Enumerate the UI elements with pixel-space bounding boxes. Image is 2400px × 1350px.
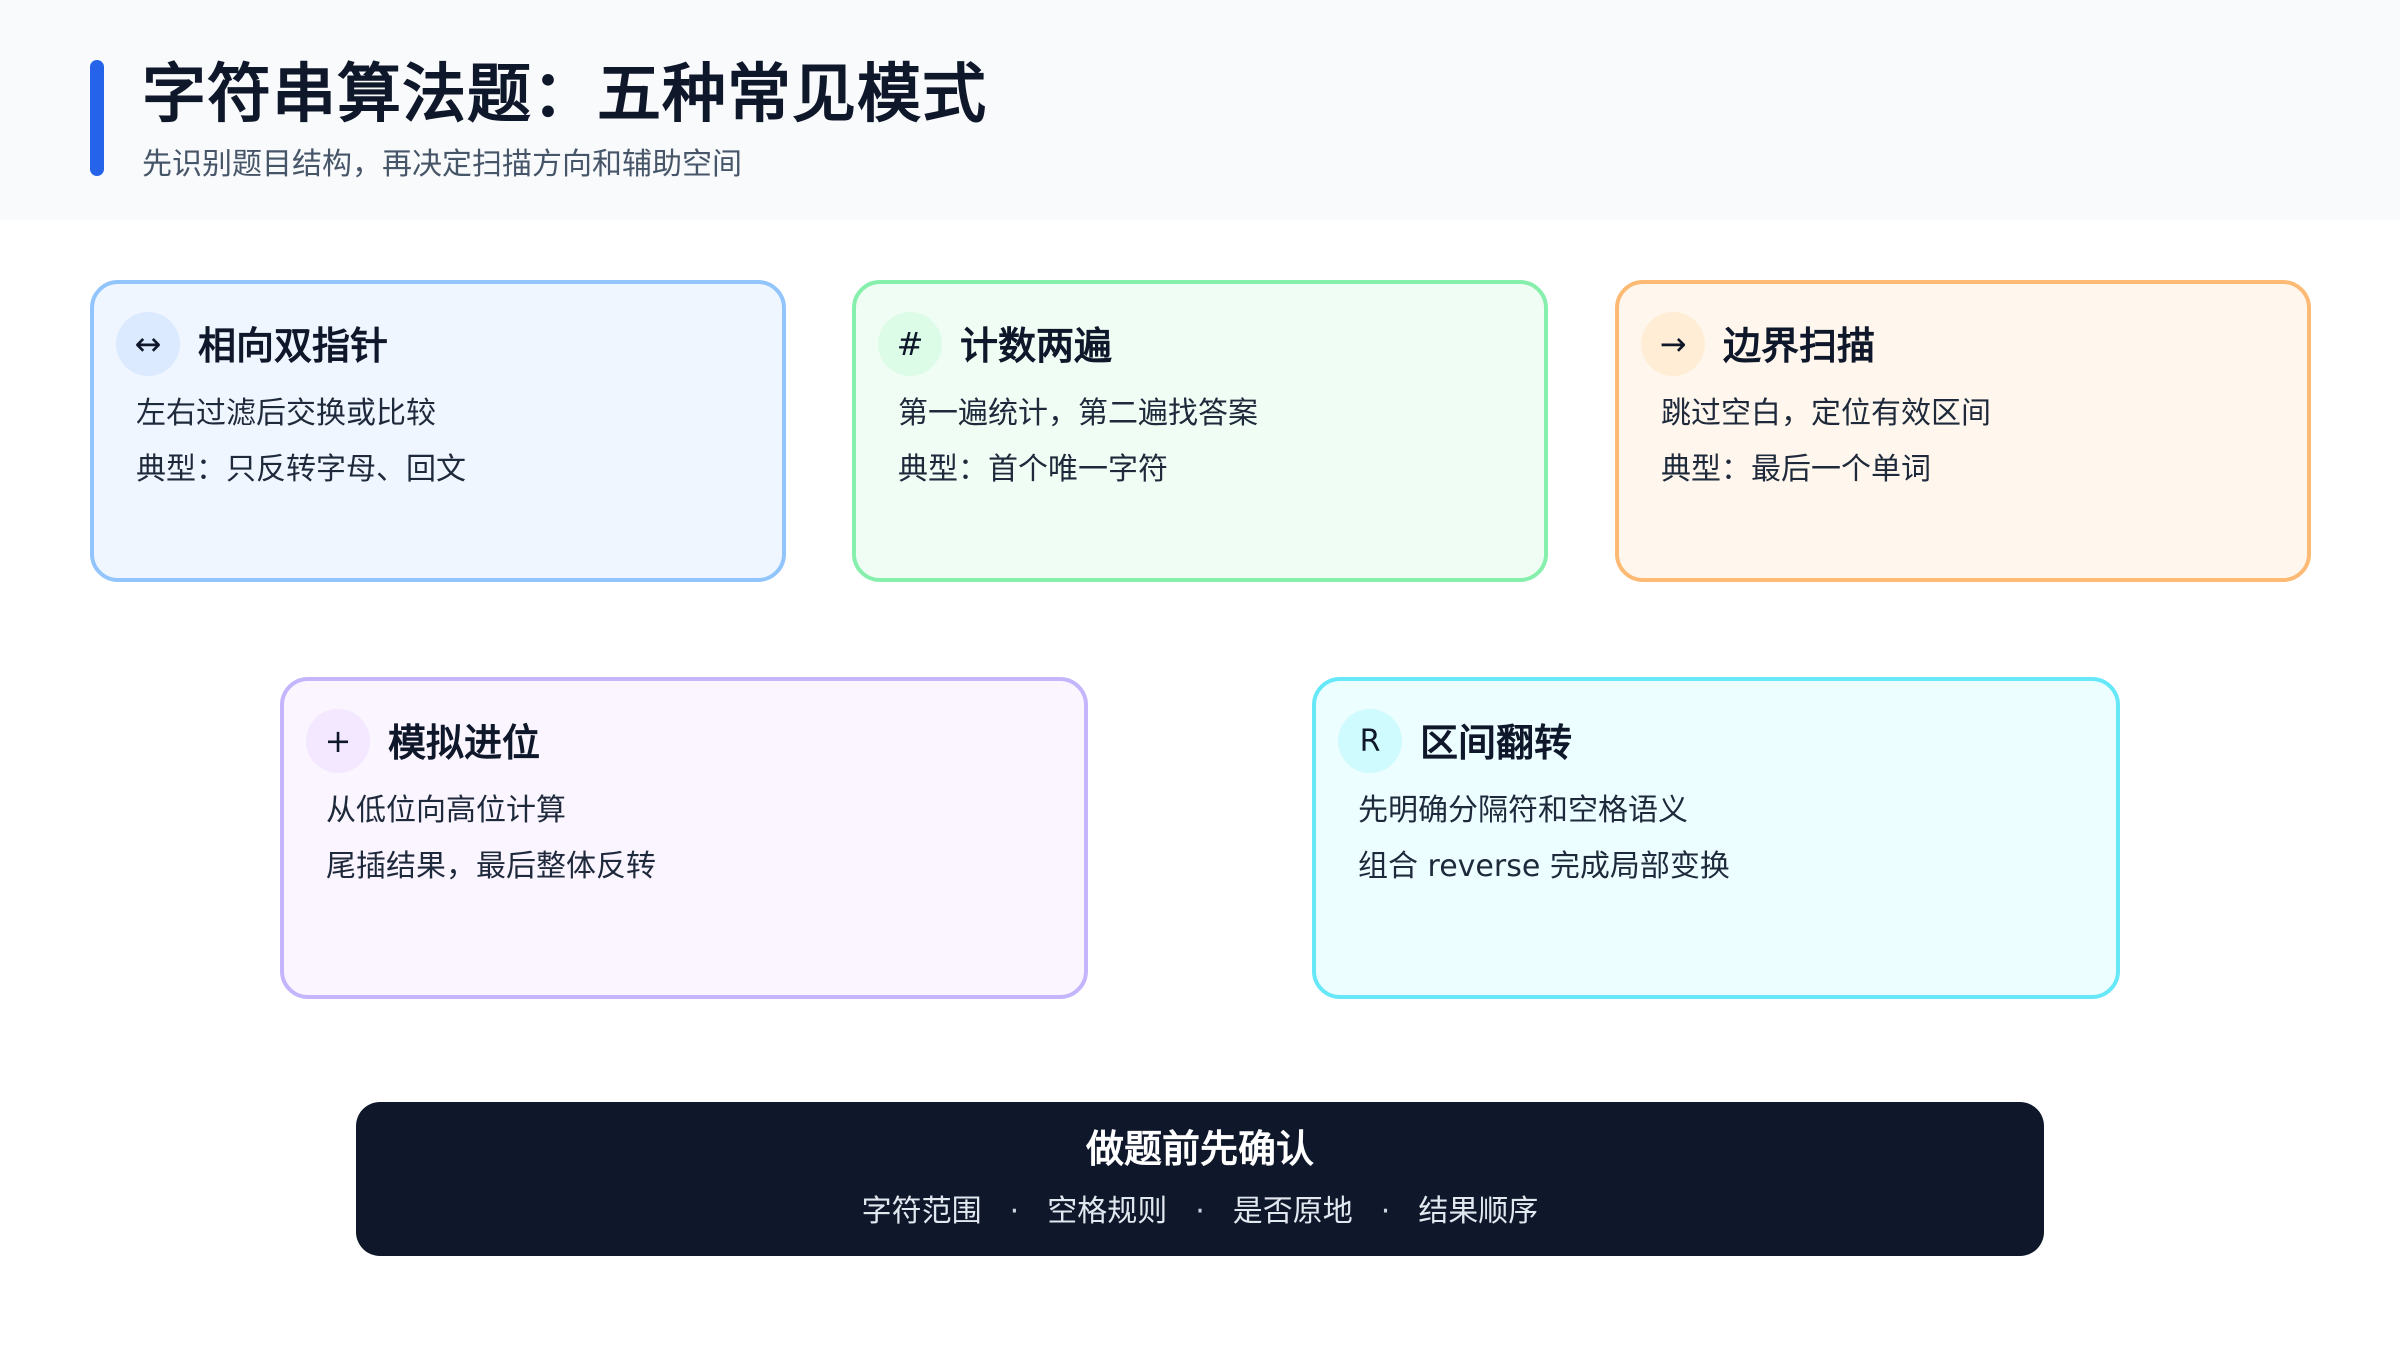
banner-items: 字符范围 · 空格规则 · 是否原地 · 结果顺序 — [356, 1192, 2044, 1232]
plus-icon: + — [306, 709, 370, 773]
hash-icon: # — [878, 312, 942, 376]
card-two-pointers: ↔ 相向双指针 左右过滤后交换或比较 典型：只反转字母、回文 — [90, 280, 786, 582]
card-description: 从低位向高位计算 — [326, 793, 566, 828]
header: 字符串算法题：五种常见模式 先识别题目结构，再决定扫描方向和辅助空间 — [0, 0, 2400, 220]
separator-dot: · — [1195, 1194, 1205, 1229]
checklist-banner: 做题前先确认 字符范围 · 空格规则 · 是否原地 · 结果顺序 — [356, 1102, 2044, 1256]
card-example: 典型：只反转字母、回文 — [136, 452, 466, 487]
card-example: 典型：首个唯一字符 — [898, 452, 1168, 487]
card-title: 模拟进位 — [388, 721, 541, 765]
card-count-two-pass: # 计数两遍 第一遍统计，第二遍找答案 典型：首个唯一字符 — [852, 280, 1548, 582]
checklist-item: 空格规则 — [1047, 1194, 1168, 1229]
right-arrow-icon: → — [1641, 312, 1705, 376]
card-example: 组合 reverse 完成局部变换 — [1358, 849, 1730, 884]
checklist-item: 是否原地 — [1232, 1194, 1353, 1229]
checklist-item: 字符范围 — [861, 1194, 982, 1229]
page-title: 字符串算法题：五种常见模式 — [142, 58, 987, 132]
card-title: 边界扫描 — [1723, 324, 1876, 368]
title-accent-bar — [90, 60, 104, 176]
card-example: 尾插结果，最后整体反转 — [326, 849, 656, 884]
card-title: 计数两遍 — [960, 324, 1113, 368]
card-description: 左右过滤后交换或比较 — [136, 396, 436, 431]
card-range-reverse: R 区间翻转 先明确分隔符和空格语义 组合 reverse 完成局部变换 — [1312, 677, 2120, 999]
separator-dot: · — [1380, 1194, 1391, 1229]
checklist-item: 结果顺序 — [1418, 1194, 1539, 1229]
double-arrow-icon: ↔ — [116, 312, 180, 376]
letter-r-icon: R — [1338, 709, 1402, 773]
card-title: 相向双指针 — [198, 324, 389, 368]
card-title: 区间翻转 — [1420, 721, 1573, 765]
separator-dot: · — [1009, 1194, 1020, 1229]
card-description: 第一遍统计，第二遍找答案 — [898, 396, 1258, 431]
card-simulate-carry: + 模拟进位 从低位向高位计算 尾插结果，最后整体反转 — [280, 677, 1088, 999]
card-example: 典型：最后一个单词 — [1661, 452, 1931, 487]
card-boundary-scan: → 边界扫描 跳过空白，定位有效区间 典型：最后一个单词 — [1615, 280, 2311, 582]
page-subtitle: 先识别题目结构，再决定扫描方向和辅助空间 — [142, 147, 742, 182]
banner-title: 做题前先确认 — [1085, 1127, 1314, 1171]
card-description: 先明确分隔符和空格语义 — [1358, 793, 1688, 828]
card-description: 跳过空白，定位有效区间 — [1661, 396, 1991, 431]
